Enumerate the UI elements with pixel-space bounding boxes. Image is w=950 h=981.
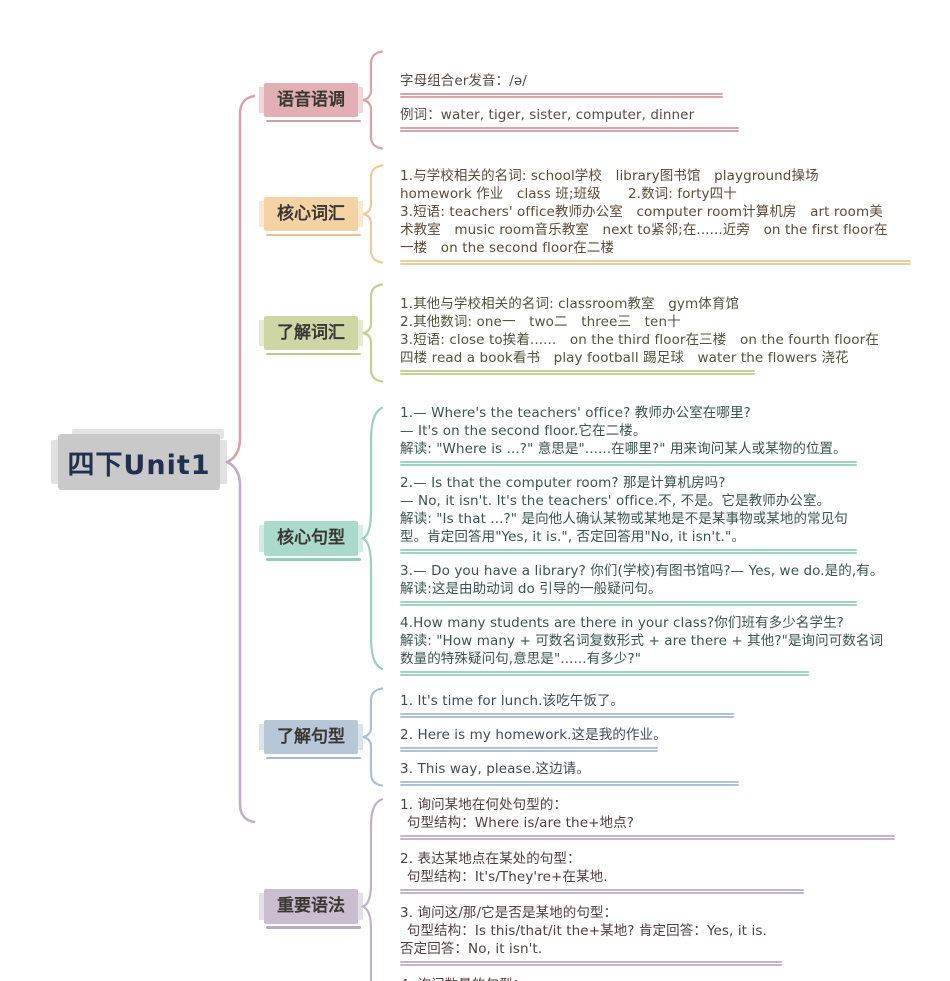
curly-brace-connector [360,404,386,673]
item-underline [400,712,734,715]
item-text: 例词：water, tiger, sister, computer, dinne… [400,106,695,123]
item-text: 2. 表达某地点在某处的句型： 句型结构：It's/They're+在某地. [400,851,608,885]
item-underline [400,259,912,262]
branch-label[interactable]: 核心词汇 [259,196,363,237]
item-underline [400,461,858,463]
topic-item[interactable]: 3. This way, please.这边请。 [400,760,938,783]
branch-label[interactable]: 了解句型 [259,719,363,760]
topic-item[interactable]: 3.— Do you have a library? 你们(学校)有图书馆吗?—… [400,562,938,603]
item-underline [400,780,739,783]
branch-label[interactable]: 核心句型 [259,521,363,561]
topic-item[interactable]: 4. 询问数量的句型： 句型结构：How many+可数名词的复数形式+are … [400,976,938,981]
topic-item[interactable]: 1.其他与学校相关的名词: classroom教室 gym体育馆 2.其他数词:… [400,295,938,372]
branch-familiar-words: 了解词汇 1.其他与学校相关的名词: classroom教室 gym体育馆 2.… [259,283,938,383]
topic-item[interactable]: 2. Here is my homework.这是我的作业。 [400,726,938,749]
topic-item[interactable]: 例词：water, tiger, sister, computer, dinne… [400,106,938,129]
item-text: 4. 询问数量的句型： 句型结构：How many+可数名词的复数形式+are … [400,976,938,981]
item-underline [400,835,895,837]
item-underline [400,126,739,129]
topic-item[interactable]: 1. 询问某地在何处句型的： 句型结构：Where is/are the+地点? [400,796,938,837]
branch-pronunciation: 语音语调 字母组合er发音：/ə/ 例词：water, tiger, siste… [259,50,938,150]
item-underline [400,601,858,603]
topic-item[interactable]: 3. 询问这/那/它是否是某地的句型： 句型结构：Is this/that/it… [400,904,938,963]
item-text: 1. It's time for lunch.该吃午饭了。 [400,692,625,709]
branch-familiar-sentences: 了解句型 1. It's time for lunch.该吃午饭了。 2. He… [259,687,938,787]
item-text: 3. 询问这/那/它是否是某地的句型： 句型结构：Is this/that/it… [400,905,767,957]
topic-item[interactable]: 2.— Is that the computer room? 那是计算机房吗? … [400,474,938,551]
curly-brace-connector [360,687,386,787]
item-underline [400,369,756,372]
item-underline [400,549,858,551]
item-text: 2.— Is that the computer room? 那是计算机房吗? … [400,475,848,545]
topic-item[interactable]: 1.— Where's the teachers' office? 教师办公室在… [400,404,938,463]
root-brace-top [225,94,256,464]
branch-core-sentences: 核心句型 1.— Where's the teachers' office? 教… [259,404,938,673]
item-underline [400,746,659,749]
item-text: 3. This way, please.这边请。 [400,760,590,777]
curly-brace-connector [360,283,386,383]
curly-brace-connector [360,164,386,264]
item-text: 1.与学校相关的名词: school学校 library图书馆 playgrou… [400,167,888,256]
item-underline [400,92,723,95]
branch-key-grammar: 重要语法 1. 询问某地在何处句型的： 句型结构：Where is/are th… [259,796,938,981]
item-text: 1.— Where's the teachers' office? 教师办公室在… [400,405,847,457]
topic-item[interactable]: 4.How many students are there in your cl… [400,614,938,673]
curly-brace-connector [360,50,386,150]
item-underline [400,671,809,673]
topic-item[interactable]: 字母组合er发音：/ə/ [400,72,938,95]
branch-label[interactable]: 重要语法 [259,889,363,929]
topic-item[interactable]: 2. 表达某地点在某处的句型： 句型结构：It's/They're+在某地. [400,850,938,891]
branch-core-words: 核心词汇 1.与学校相关的名词: school学校 library图书馆 pla… [259,164,938,264]
root-brace-connector [225,94,256,824]
item-text: 1. 询问某地在何处句型的： 句型结构：Where is/are the+地点? [400,797,634,831]
item-underline [400,889,804,891]
topic-item[interactable]: 1.与学校相关的名词: school学校 library图书馆 playgrou… [400,167,938,262]
item-text: 2. Here is my homework.这是我的作业。 [400,726,667,743]
root-node[interactable]: 四下Unit1 [51,429,227,490]
branch-label[interactable]: 语音语调 [259,82,363,123]
item-text: 1.其他与学校相关的名词: classroom教室 gym体育馆 2.其他数词:… [400,295,879,366]
branches-column: 语音语调 字母组合er发音：/ə/ 例词：water, tiger, siste… [259,45,938,981]
curly-brace-connector [360,796,386,981]
branch-label[interactable]: 了解词汇 [259,315,363,356]
item-text: 3.— Do you have a library? 你们(学校)有图书馆吗?—… [400,563,884,597]
item-text: 字母组合er发音：/ə/ [400,72,527,89]
root-brace-bottom [225,460,256,824]
item-text: 4.How many students are there in your cl… [400,615,884,667]
item-underline [400,961,782,963]
root-title: 四下Unit1 [67,449,211,481]
topic-item[interactable]: 1. It's time for lunch.该吃午饭了。 [400,692,938,715]
